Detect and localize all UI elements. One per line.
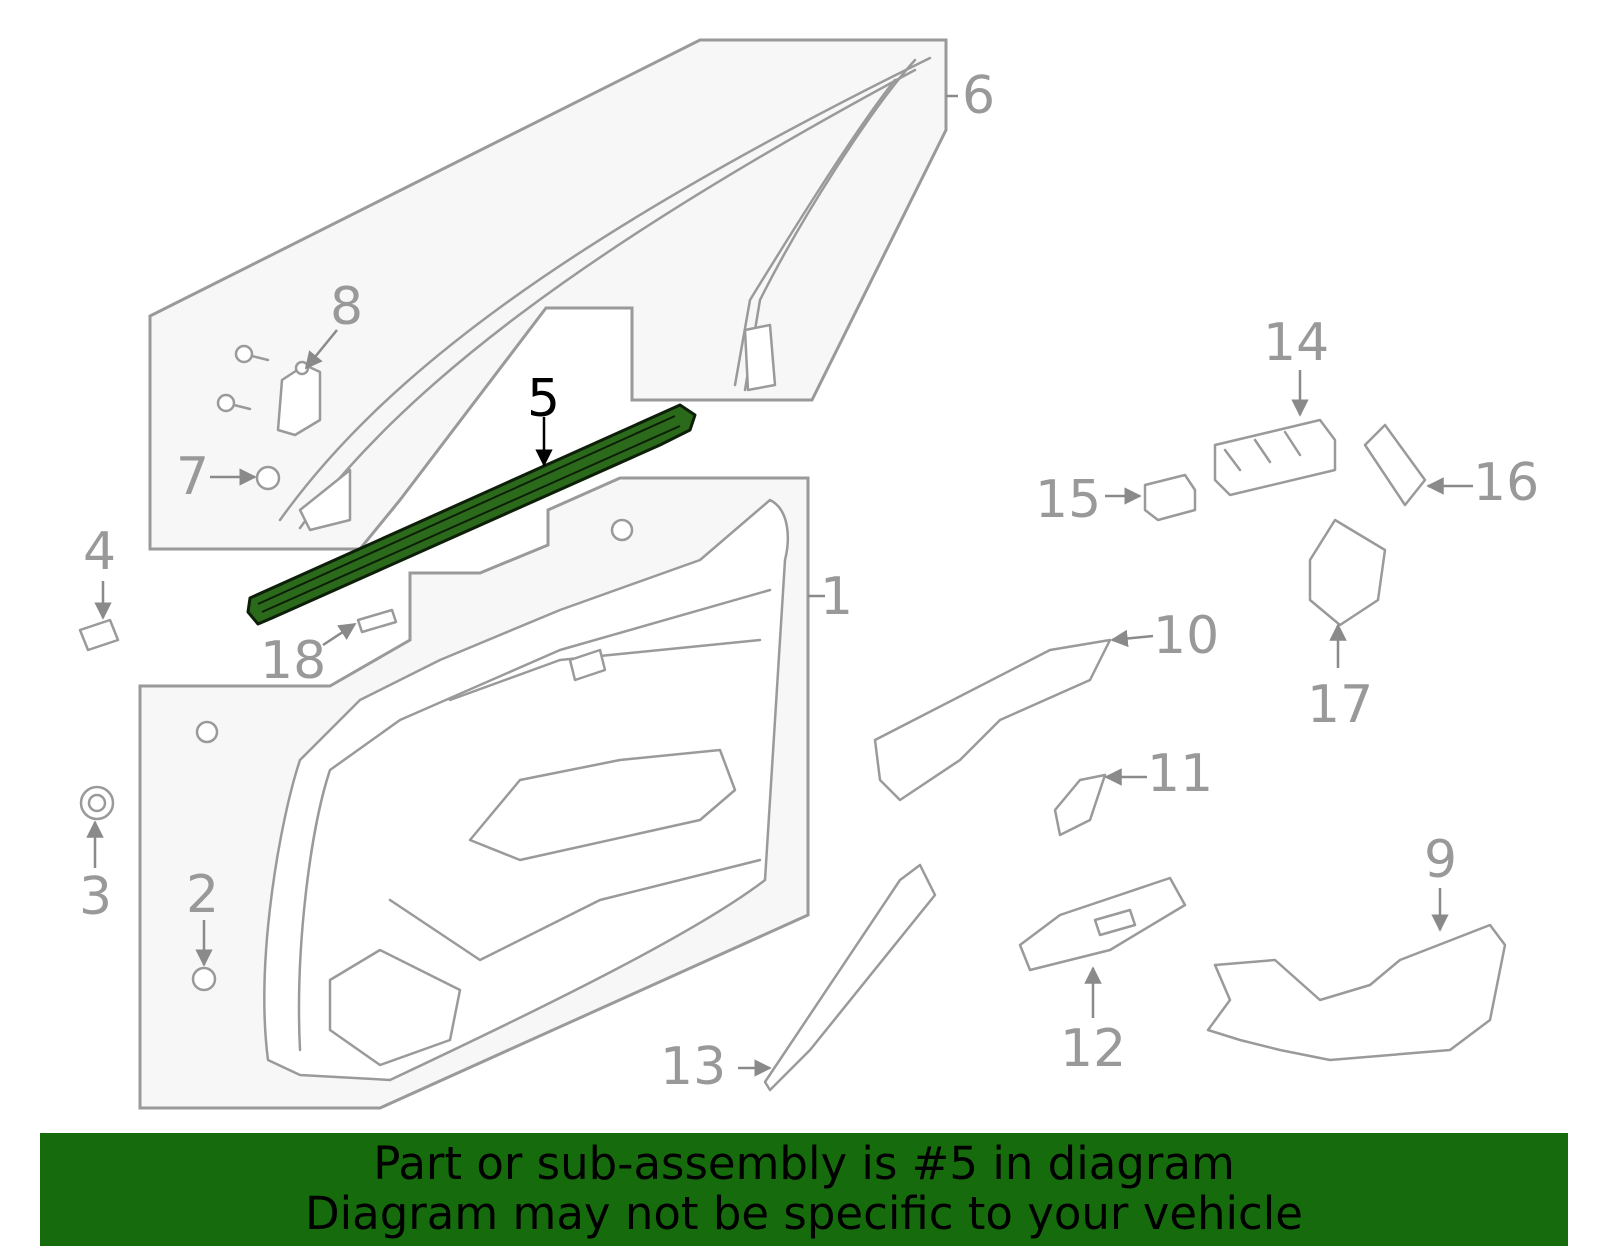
- callout-2: 2: [186, 865, 219, 925]
- door-trim-panel-group: [138, 476, 810, 1110]
- callout-labels: 6 8 5 7 4 1 18 3 2 14 15 16 17 10 11 9 1…: [79, 66, 1539, 1097]
- window-sash-panel: [148, 38, 948, 551]
- callout-4: 4: [83, 522, 116, 582]
- part-5-weatherstrip[interactable]: [246, 403, 697, 626]
- part-18-pad[interactable]: [356, 608, 398, 634]
- callout-5: 5: [527, 369, 560, 429]
- callout-3: 3: [79, 867, 112, 927]
- part-15-switch[interactable]: [1143, 473, 1197, 522]
- callout-12: 12: [1060, 1019, 1126, 1079]
- callout-8: 8: [330, 277, 363, 337]
- callout-17: 17: [1307, 675, 1373, 735]
- callout-16: 16: [1473, 453, 1539, 513]
- panel-clip-1[interactable]: [195, 720, 219, 744]
- callout-9: 9: [1424, 830, 1457, 890]
- part-9-armrest[interactable]: [1206, 923, 1507, 1062]
- part-2-clip[interactable]: [191, 966, 217, 992]
- part-7-clip[interactable]: [255, 465, 281, 491]
- part-11-trim[interactable]: [1053, 773, 1107, 837]
- callout-14: 14: [1263, 313, 1329, 373]
- part-12-switch-panel[interactable]: [1018, 876, 1187, 972]
- screw-upper[interactable]: [234, 344, 270, 364]
- panel-clip-2[interactable]: [610, 518, 634, 542]
- banner-line-1: Part or sub-assembly is #5 in diagram: [373, 1137, 1235, 1190]
- part-3-grommet[interactable]: [79, 785, 115, 821]
- callout-7: 7: [176, 447, 209, 507]
- part-4-clip[interactable]: [78, 618, 120, 652]
- callout-10: 10: [1153, 606, 1219, 666]
- banner-line-2: Diagram may not be specific to your vehi…: [305, 1187, 1303, 1240]
- callout-13: 13: [660, 1037, 726, 1097]
- callout-18: 18: [260, 631, 326, 691]
- callout-6: 6: [962, 66, 995, 126]
- part-13-trim[interactable]: [763, 863, 937, 1092]
- part-14-switch[interactable]: [1213, 418, 1337, 497]
- leader-lines: [86, 94, 1473, 1077]
- callout-1: 1: [820, 567, 853, 627]
- part-16-switch[interactable]: [1363, 423, 1427, 507]
- part-17-module[interactable]: [1308, 518, 1387, 627]
- callout-11: 11: [1147, 744, 1213, 804]
- screw-lower[interactable]: [216, 393, 252, 413]
- callout-15: 15: [1035, 470, 1101, 530]
- part-10-trim[interactable]: [873, 638, 1112, 802]
- info-banner: Part or sub-assembly is #5 in diagram Di…: [40, 1133, 1568, 1246]
